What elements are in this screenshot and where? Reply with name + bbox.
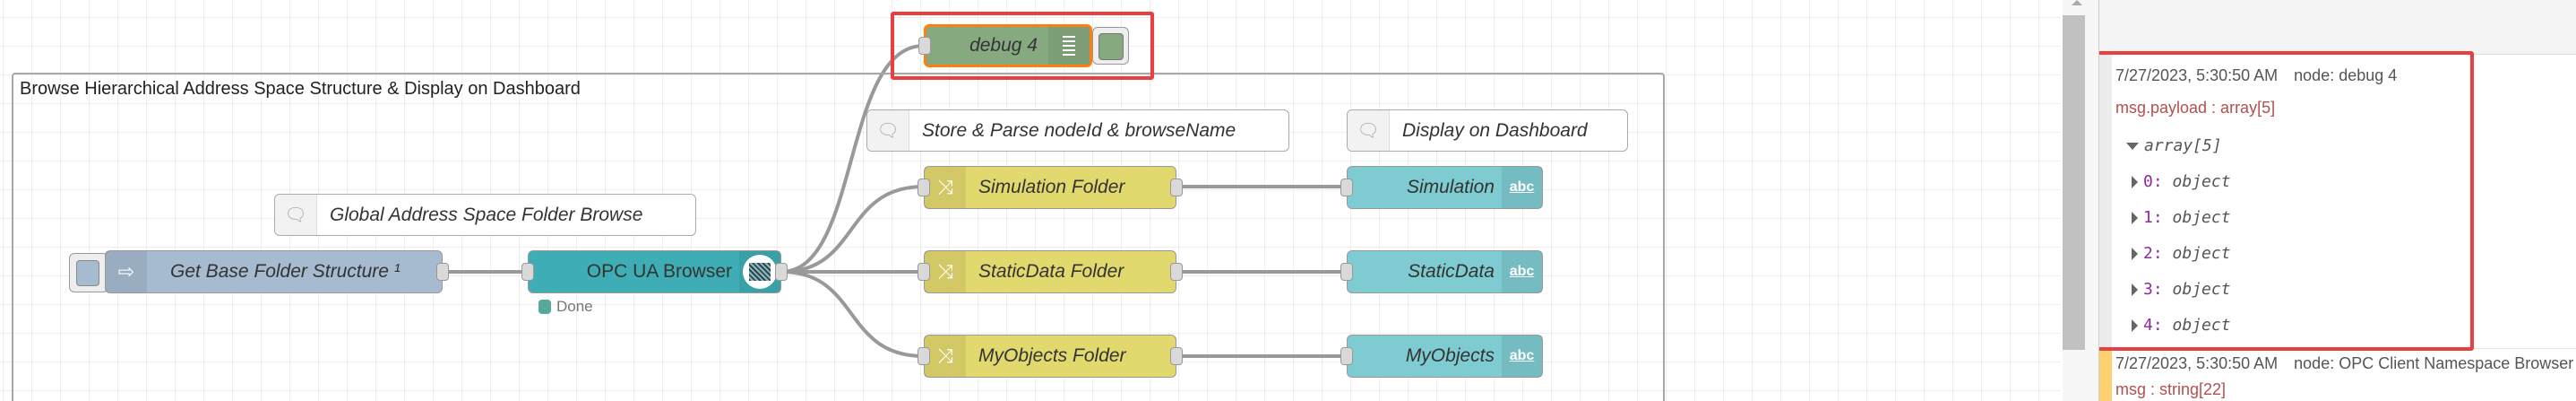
list-icon [1048,27,1090,65]
comment-label: Global Address Space Folder Browse [330,204,643,225]
wire [780,185,925,274]
tree-item[interactable]: 4: object [2132,316,2231,335]
input-port[interactable] [1340,263,1353,281]
group-title: Browse Hierarchical Address Space Struct… [20,79,581,99]
output-port[interactable] [1170,179,1183,196]
caret-down-icon [2126,143,2139,150]
input-port[interactable] [918,263,930,281]
comment-global-browse[interactable]: 🗨 Global Address Space Folder Browse [274,194,696,236]
abc-icon: abc [1502,336,1542,377]
tree-item[interactable]: 0: object [2132,172,2231,191]
node-label: OPC UA Browser [586,261,732,282]
canvas-scrollbar-track[interactable] [2063,0,2098,401]
input-port[interactable] [918,179,930,196]
scrollbar-thumb[interactable] [2063,15,2085,350]
node-label: StaticData Folder [978,261,1124,282]
tree-item[interactable]: 3: object [2132,280,2231,299]
caret-right-icon [2132,283,2138,296]
output-port[interactable] [1170,263,1183,281]
input-port[interactable] [521,263,534,281]
message-topic: msg : string[22] [2115,380,2227,398]
caret-right-icon [2132,176,2138,188]
inject-node[interactable]: ⇨ Get Base Folder Structure ¹ [105,250,449,293]
node-label: MyObjects Folder [978,345,1126,366]
input-port[interactable] [918,37,931,55]
node-label: MyObjects [1405,345,1495,366]
comment-display-dashboard[interactable]: 🗨 Display on Dashboard [1347,109,1628,152]
message-node[interactable]: node: OPC Client Namespace Browser [2294,354,2574,372]
output-port[interactable] [775,263,788,281]
node-label: debug 4 [969,35,1038,56]
shuffle-icon: ⤨ [925,251,966,292]
message-timestamp: 7/27/2023, 5:30:50 AM [2115,66,2279,84]
shuffle-icon: ⤨ [925,167,966,208]
debug-toggle-button[interactable] [1092,27,1129,65]
tree-item[interactable]: 1: object [2132,208,2231,227]
comment-icon: 🗨 [1348,110,1390,151]
highlight-box [891,12,1154,80]
debug-message[interactable]: 7/27/2023, 5:30:50 AM node: OPC Client Na… [2099,349,2576,401]
caret-right-icon [2132,248,2138,260]
wire [780,44,925,274]
tree-root[interactable]: array[5] [2126,136,2222,155]
highlight-box [2099,51,2474,351]
scroll-up-icon[interactable] [2072,0,2082,5]
flow-group[interactable]: Browse Hierarchical Address Space Struct… [12,73,1665,401]
change-node-simulation[interactable]: ⤨ Simulation Folder [918,166,1183,209]
message-timestamp: 7/27/2023, 5:30:50 AM [2115,354,2279,372]
input-port[interactable] [1340,347,1353,365]
text-node-simulation[interactable]: Simulation abc [1340,166,1543,209]
node-label: Get Base Folder Structure ¹ [170,261,401,282]
debug-message[interactable]: 7/27/2023, 5:30:50 AM node: debug 4 msg.p… [2099,54,2576,349]
message-topic: msg.payload : array[5] [2115,99,2276,117]
output-port[interactable] [436,263,449,281]
inject-button[interactable] [69,253,108,292]
comment-icon: 🗨 [867,110,909,151]
comment-label: Store & Parse nodeId & browseName [922,119,1236,141]
node-label: Simulation [1406,177,1495,197]
debug-node[interactable]: debug 4 [918,24,1092,67]
sidebar-header [2099,0,2576,55]
output-port[interactable] [1170,347,1183,365]
debug-sidebar: 7/27/2023, 5:30:50 AM node: debug 4 msg.p… [2098,0,2576,401]
caret-right-icon [2132,212,2138,224]
comment-store-parse[interactable]: 🗨 Store & Parse nodeId & browseName [866,109,1289,152]
wire [780,270,925,358]
node-status: Done [538,298,593,316]
message-node[interactable]: node: debug 4 [2294,66,2398,84]
abc-icon: abc [1502,167,1542,208]
comment-label: Display on Dashboard [1402,119,1588,141]
status-text: Done [556,298,593,315]
input-port[interactable] [1340,179,1353,196]
opcua-browser-node[interactable]: OPC UA Browser [521,250,788,293]
shuffle-icon: ⤨ [925,336,966,377]
wires [443,44,1347,358]
caret-right-icon [2132,319,2138,332]
text-node-staticdata[interactable]: StaticData abc [1340,250,1543,293]
node-label: Simulation Folder [978,177,1125,197]
flow-canvas[interactable]: Browse Hierarchical Address Space Struct… [0,0,2061,401]
arrow-right-icon: ⇨ [106,251,147,292]
opc-ua-logo-icon [739,251,780,292]
change-node-staticdata[interactable]: ⤨ StaticData Folder [918,250,1183,293]
change-node-myobjects[interactable]: ⤨ MyObjects Folder [918,335,1183,378]
status-dot-icon [538,300,551,314]
input-port[interactable] [918,347,930,365]
tree-item[interactable]: 2: object [2132,244,2231,263]
comment-icon: 🗨 [275,195,317,235]
text-node-myobjects[interactable]: MyObjects abc [1340,335,1543,378]
node-label: StaticData [1408,261,1495,282]
abc-icon: abc [1502,251,1542,292]
